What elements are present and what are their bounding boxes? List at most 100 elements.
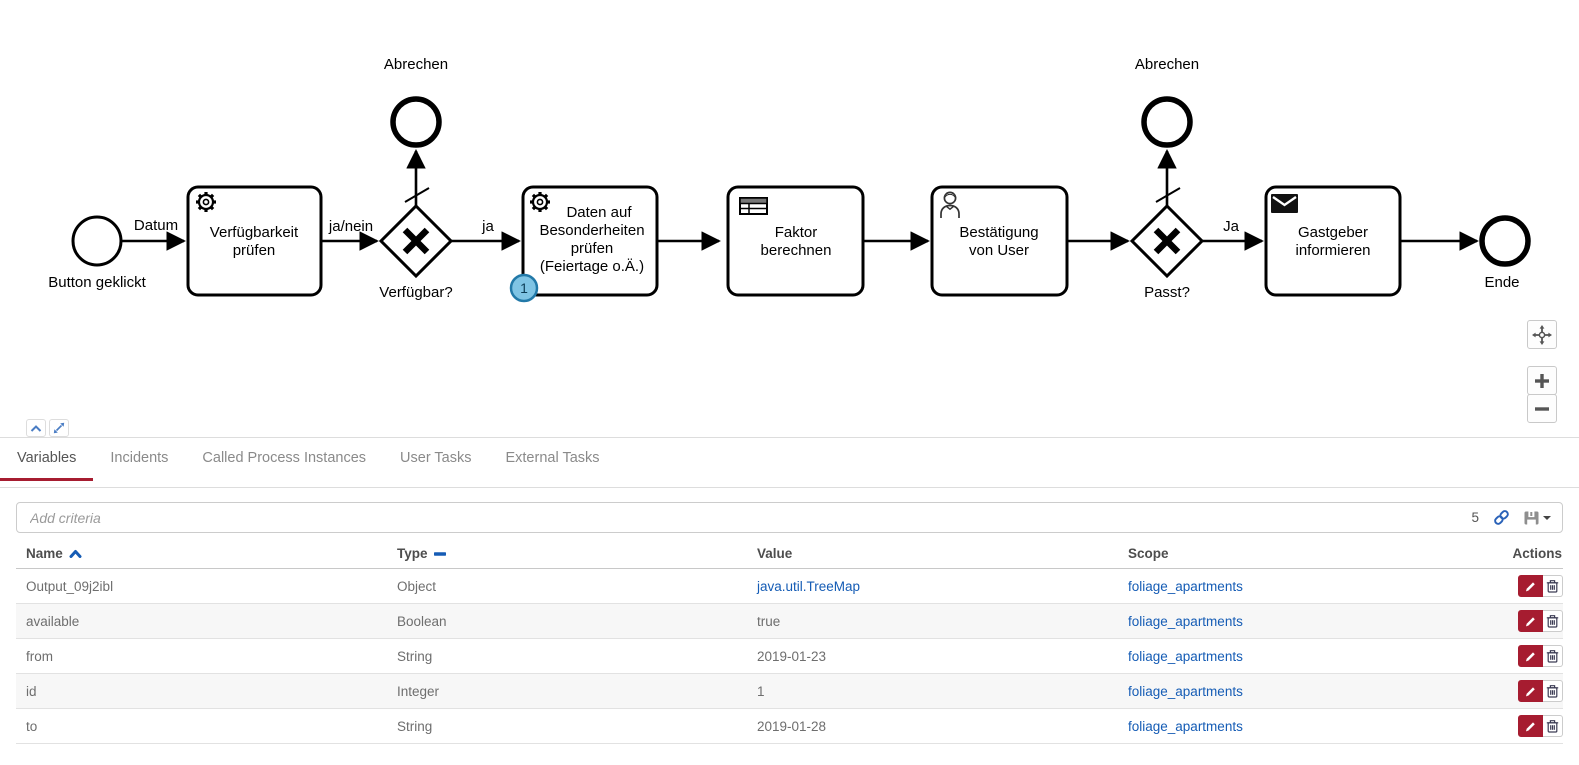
plus-icon <box>1535 373 1549 388</box>
flow-label-datum: Datum <box>134 217 178 234</box>
tab-user-tasks[interactable]: User Tasks <box>400 450 472 466</box>
zoom-in-button[interactable] <box>1527 366 1557 395</box>
pencil-icon <box>1526 651 1535 661</box>
task-bestaetigung-user[interactable] <box>930 185 1069 297</box>
end-event-abrechen-2[interactable] <box>1141 96 1193 148</box>
table-row: available Boolean true foliage_apartment… <box>16 604 1563 639</box>
gateway-x-icon <box>402 227 430 255</box>
table-icon <box>739 197 768 215</box>
end-event-label: Abrechen <box>384 56 448 73</box>
details-panel: Variables Incidents Called Process Insta… <box>0 437 1579 765</box>
cell-type: Integer <box>397 683 440 699</box>
task-label: prüfen <box>233 242 276 259</box>
gateway-label: Passt? <box>1144 284 1190 301</box>
default-flow-markers <box>404 187 1181 203</box>
trash-icon <box>1546 580 1559 593</box>
bpmn-diagram-canvas[interactable]: Button geklickt Datum Verfügbarkeit prüf… <box>0 0 1579 437</box>
tab-bar: Variables Incidents Called Process Insta… <box>0 438 1579 488</box>
user-icon <box>940 191 960 218</box>
task-verfuegbarkeit-pruefen[interactable] <box>186 185 323 297</box>
cell-name: to <box>26 718 38 734</box>
header-label: Name <box>26 546 63 561</box>
column-header-name[interactable]: Name <box>16 546 387 561</box>
expand-icon <box>53 422 65 434</box>
task-label: Gastgeber <box>1298 224 1368 241</box>
envelope-icon <box>1271 194 1298 213</box>
start-event-label: Button geklickt <box>48 274 146 291</box>
cell-value: 2019-01-28 <box>757 718 827 734</box>
edit-variable-button[interactable] <box>1518 575 1543 597</box>
cell-type: Boolean <box>397 613 447 629</box>
header-label: Value <box>757 546 793 561</box>
gear-icon <box>530 192 550 212</box>
gateway-label: Verfügbar? <box>379 284 452 301</box>
header-label: Type <box>397 546 428 561</box>
result-count: 5 <box>1471 510 1479 525</box>
task-label: (Feiertage o.Ä.) <box>540 258 644 275</box>
end-event-label: Ende <box>1484 274 1519 291</box>
pan-button[interactable] <box>1527 320 1557 349</box>
collapse-panel-button[interactable] <box>26 419 46 437</box>
delete-variable-button[interactable] <box>1543 610 1563 632</box>
delete-variable-button[interactable] <box>1543 680 1563 702</box>
pencil-icon <box>1526 686 1535 696</box>
start-event-circle[interactable] <box>71 215 123 267</box>
task-gastgeber-informieren[interactable] <box>1264 185 1402 297</box>
instance-count-badge[interactable] <box>509 273 539 303</box>
task-daten-besonderheiten[interactable] <box>521 185 659 297</box>
add-criteria-input[interactable] <box>16 502 1563 533</box>
flow-label-ja: ja <box>481 218 494 235</box>
expand-panel-button[interactable] <box>49 419 69 437</box>
scope-link[interactable]: foliage_apartments <box>1128 613 1243 629</box>
header-label: Scope <box>1128 546 1169 561</box>
scope-link[interactable]: foliage_apartments <box>1128 648 1243 664</box>
save-icon <box>1524 511 1539 524</box>
column-header-actions: Actions <box>1443 546 1563 561</box>
copy-link-button[interactable] <box>1493 509 1510 526</box>
column-header-value[interactable]: Value <box>747 546 1118 561</box>
header-label: Actions <box>1512 546 1562 561</box>
scope-link[interactable]: foliage_apartments <box>1128 718 1243 734</box>
trash-icon <box>1546 615 1559 628</box>
tab-external-tasks[interactable]: External Tasks <box>505 450 600 466</box>
flow-label-ja-nein: ja/nein <box>328 218 373 235</box>
task-label: Besonderheiten <box>539 222 644 239</box>
delete-variable-button[interactable] <box>1543 715 1563 737</box>
delete-variable-button[interactable] <box>1543 575 1563 597</box>
save-search-button[interactable] <box>1524 511 1551 525</box>
edit-variable-button[interactable] <box>1518 680 1543 702</box>
cell-type: String <box>397 648 433 664</box>
cell-value: true <box>757 613 781 629</box>
tab-variables[interactable]: Variables <box>0 438 94 481</box>
value-link[interactable]: java.util.TreeMap <box>757 578 861 594</box>
caret-down-icon <box>1543 515 1551 520</box>
cell-type: Object <box>397 578 437 594</box>
move-icon <box>1532 324 1552 345</box>
gear-icon <box>196 192 216 212</box>
badge-count: 1 <box>520 280 528 296</box>
task-label: prüfen <box>571 240 614 257</box>
column-header-scope[interactable]: Scope <box>1118 546 1443 561</box>
minus-icon <box>1535 406 1549 411</box>
table-row: id Integer 1 foliage_apartments <box>16 674 1563 709</box>
task-label: Faktor <box>775 224 818 241</box>
edit-variable-button[interactable] <box>1518 610 1543 632</box>
end-event-abrechen-1[interactable] <box>390 96 442 148</box>
zoom-out-button[interactable] <box>1527 394 1557 423</box>
task-label: Verfügbarkeit <box>210 224 299 241</box>
end-event-ende[interactable] <box>1479 215 1531 267</box>
column-header-type[interactable]: Type <box>387 546 747 561</box>
edit-variable-button[interactable] <box>1518 645 1543 667</box>
cell-type: String <box>397 718 433 734</box>
tab-incidents[interactable]: Incidents <box>110 450 169 466</box>
task-label: Bestätigung <box>959 224 1038 241</box>
scope-link[interactable]: foliage_apartments <box>1128 683 1243 699</box>
cell-name: from <box>26 648 53 664</box>
delete-variable-button[interactable] <box>1543 645 1563 667</box>
tab-called-process-instances[interactable]: Called Process Instances <box>202 450 367 466</box>
task-label: berechnen <box>761 242 832 259</box>
scope-link[interactable]: foliage_apartments <box>1128 578 1243 594</box>
end-event-label: Abrechen <box>1135 56 1199 73</box>
edit-variable-button[interactable] <box>1518 715 1543 737</box>
